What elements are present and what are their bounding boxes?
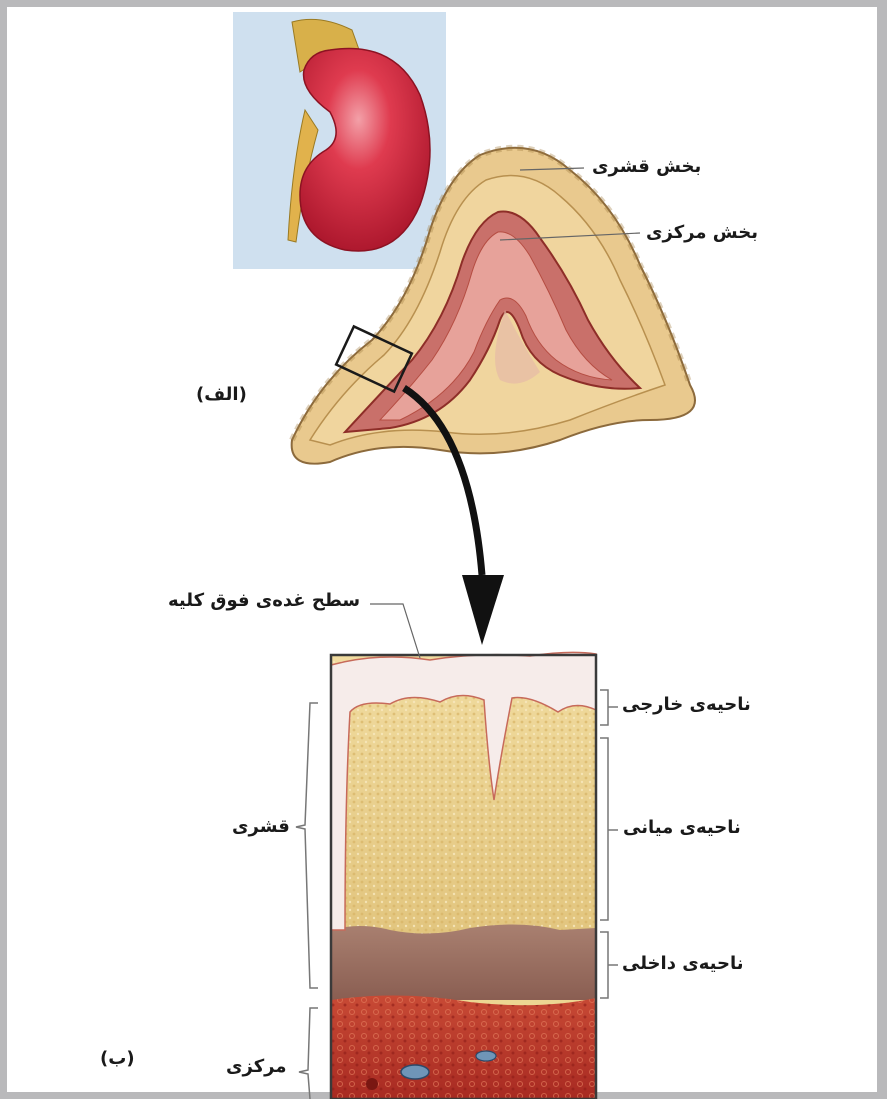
label-middle-zone: ناحیه‌ی میانی xyxy=(623,817,741,838)
label-medulla-section: بخش مرکزی xyxy=(646,222,758,243)
label-inner-zone: ناحیه‌ی داخلی xyxy=(622,953,743,974)
tissue-block xyxy=(331,652,596,1099)
label-part-b: (ب) xyxy=(100,1048,135,1069)
label-adrenal-surface: سطح غده‌ی فوق کلیه xyxy=(168,590,360,611)
label-medulla-region: مرکزی xyxy=(226,1056,287,1077)
kidney-inset xyxy=(233,12,446,269)
label-cortex-region: قشری xyxy=(232,816,290,837)
label-outer-zone: ناحیه‌ی خارجی xyxy=(622,694,751,715)
label-cortex-section: بخش قشری xyxy=(592,156,701,177)
label-part-a: (الف) xyxy=(196,384,247,405)
